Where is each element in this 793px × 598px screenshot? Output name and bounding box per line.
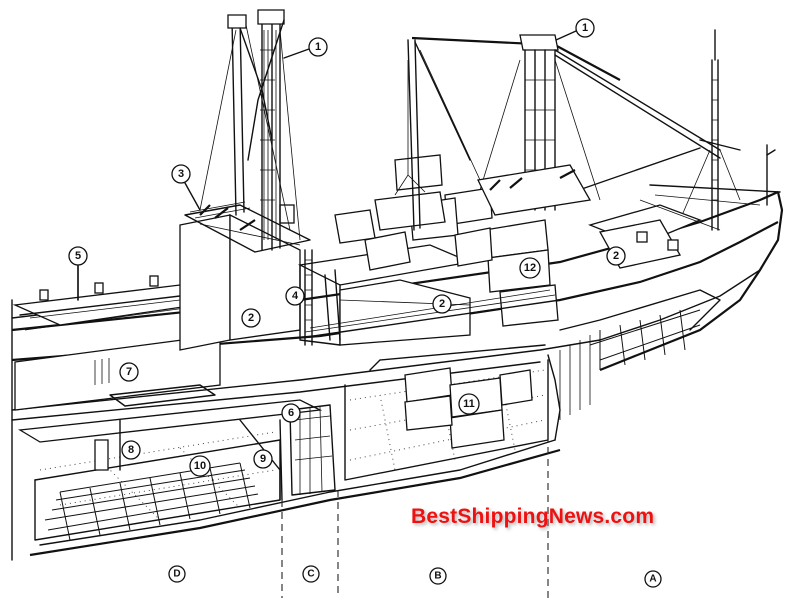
- svg-text:D: D: [173, 569, 180, 580]
- mid-posts: [304, 249, 341, 346]
- svg-text:9: 9: [260, 453, 266, 465]
- svg-text:3: 3: [178, 168, 184, 180]
- section-c-label: C: [302, 565, 320, 583]
- svg-text:4: 4: [292, 290, 299, 302]
- callout-2-aft: 2: [241, 308, 261, 328]
- svg-text:6: 6: [288, 407, 294, 419]
- callout-3: 3: [171, 164, 191, 184]
- svg-text:12: 12: [524, 262, 536, 274]
- callout-1-aft-derrick: 1: [308, 37, 328, 57]
- callout-5: 5: [68, 246, 88, 266]
- svg-text:11: 11: [463, 398, 475, 410]
- section-b-label: B: [429, 567, 447, 585]
- svg-text:C: C: [307, 569, 314, 580]
- section-dividers: [281, 435, 549, 598]
- svg-text:2: 2: [439, 298, 445, 310]
- callout-2-fore: 2: [606, 246, 626, 266]
- callout-11: 11: [458, 393, 480, 415]
- svg-text:5: 5: [75, 250, 81, 262]
- forecastle: [587, 29, 781, 269]
- callouts: 1 1 3 5 2 4 2 12: [68, 18, 626, 477]
- svg-text:10: 10: [194, 460, 206, 472]
- svg-text:B: B: [434, 571, 441, 582]
- section-labels: D C B A: [168, 565, 662, 588]
- section-d-label: D: [168, 565, 186, 583]
- aft-deck: [12, 265, 231, 411]
- mid-hatch-cargo: [297, 60, 561, 346]
- svg-text:8: 8: [128, 444, 134, 456]
- callout-9: 9: [253, 449, 273, 469]
- watermark-text: BestShippingNews.com: [411, 505, 655, 528]
- callout-6: 6: [281, 403, 301, 423]
- svg-text:1: 1: [582, 22, 588, 34]
- svg-text:A: A: [649, 574, 656, 585]
- callout-7: 7: [119, 362, 139, 382]
- fore-derrick: [407, 34, 721, 231]
- callout-8: 8: [121, 440, 141, 460]
- aft-masthouse: [179, 201, 311, 351]
- callout-4: 4: [285, 286, 305, 306]
- aft-derrick-posts: [199, 9, 301, 251]
- callout-10: 10: [189, 455, 211, 477]
- section-a-label: A: [644, 570, 662, 588]
- svg-text:7: 7: [126, 366, 132, 378]
- callout-12: 12: [519, 257, 541, 279]
- svg-text:2: 2: [613, 250, 619, 262]
- svg-text:1: 1: [315, 41, 321, 53]
- hold-d: [18, 399, 336, 541]
- svg-text:2: 2: [248, 312, 254, 324]
- callout-2-mid: 2: [432, 294, 452, 314]
- leader-lines: [77, 30, 577, 301]
- callout-1-fore-derrick: 1: [575, 18, 595, 38]
- fore-peak: [559, 289, 721, 420]
